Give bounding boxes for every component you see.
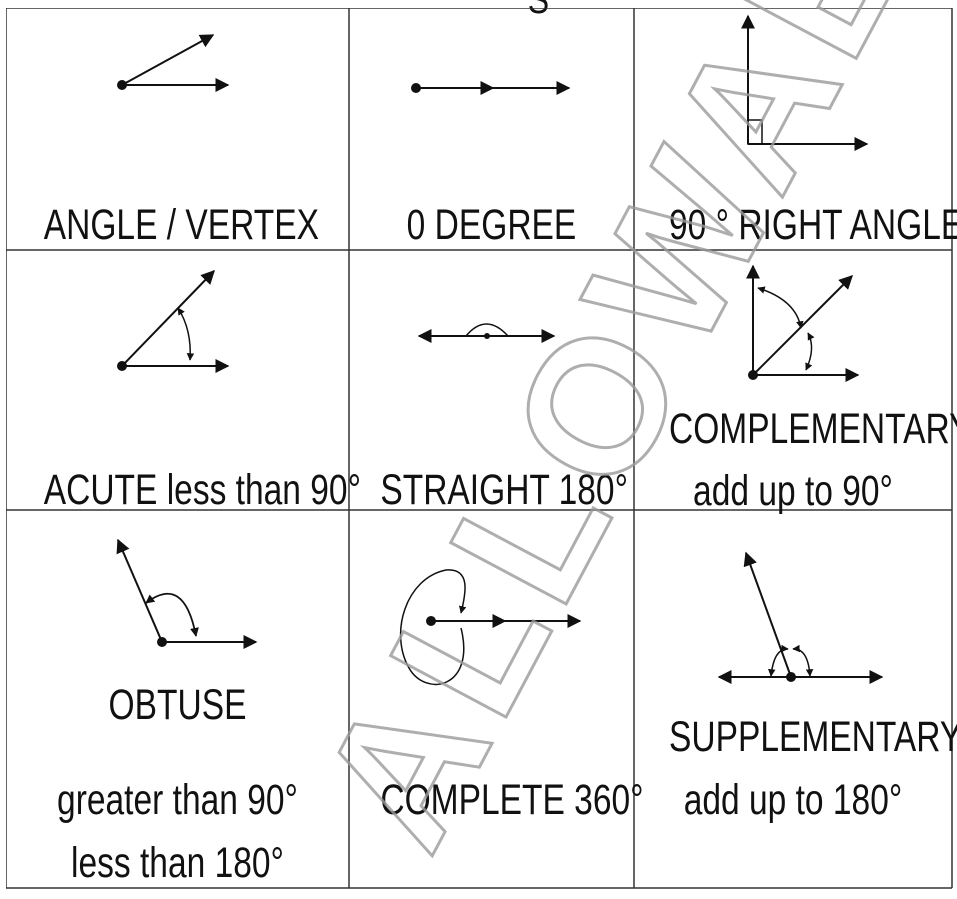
- zero-degree-label: 0 DEGREE: [406, 201, 577, 249]
- complete-angle-figure: [399, 569, 582, 686]
- angle-vertex-label: ANGLE / VERTEX: [43, 201, 319, 249]
- supplementary-angle-figure: [717, 551, 884, 684]
- right-angle-label: 90 ° RIGHT ANGLE: [668, 201, 957, 249]
- obtuse-angle-label: OBTUSE: [108, 681, 247, 729]
- complementary-sublabel: add up to 90°: [693, 467, 893, 515]
- complementary-label: COMPLEMENTARY: [668, 405, 957, 453]
- cropped-title-text: S: [527, 0, 549, 14]
- obtuse-sublabel-greater: greater than 90°: [57, 776, 298, 824]
- acute-angle-label: ACUTE less than 90°: [43, 466, 362, 514]
- angle-vertex-figure: [117, 34, 230, 92]
- obtuse-sublabel-less: less than 180°: [71, 839, 284, 887]
- obtuse-angle-figure: [116, 538, 258, 649]
- straight-angle-label: STRAIGHT 180°: [380, 466, 629, 514]
- angle-types-grid: [6, 8, 953, 889]
- supplementary-label: SUPPLEMENTARY: [668, 713, 957, 761]
- right-angle-figure: [741, 14, 869, 151]
- straight-angle-figure: [417, 323, 556, 343]
- cropped-title: S: [0, 0, 957, 14]
- table-grid-lines: [6, 8, 953, 889]
- supplementary-sublabel: add up to 180°: [683, 776, 903, 824]
- zero-degree-figure: [411, 81, 571, 95]
- complete-angle-label: COMPLETE 360°: [380, 776, 644, 824]
- complementary-angle-figure: [746, 264, 860, 382]
- acute-angle-figure: [117, 269, 230, 373]
